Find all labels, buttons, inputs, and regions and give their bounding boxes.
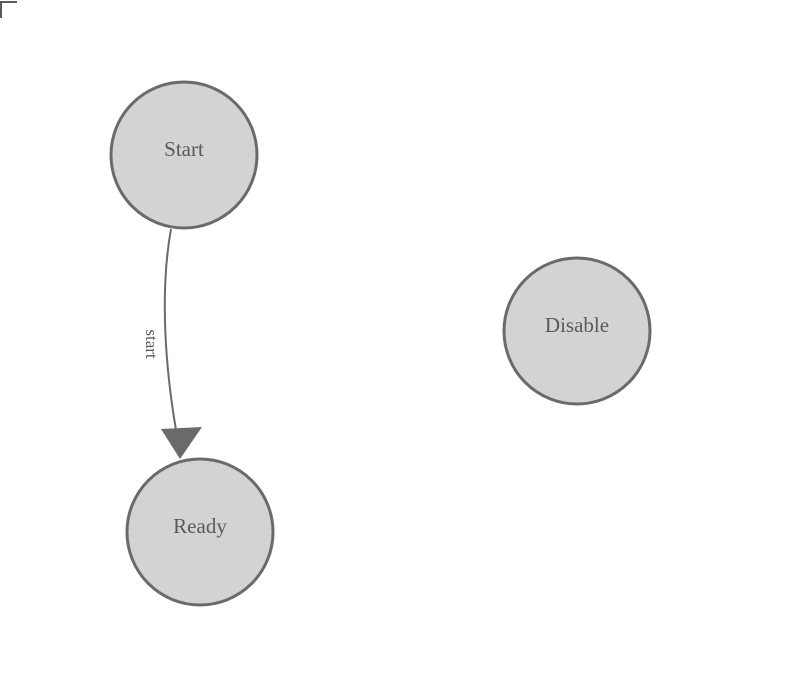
arrowhead-triangle (161, 427, 202, 459)
node-start-label: Start (164, 137, 204, 161)
node-disable-circle[interactable] (502, 256, 652, 406)
node-disable[interactable]: Disable (502, 256, 652, 406)
node-ready-label: Ready (173, 514, 227, 538)
edge-start-to-ready[interactable]: start (142, 228, 202, 459)
node-ready-circle[interactable] (125, 457, 275, 607)
edge-label-start: start (142, 329, 161, 359)
corner-bracket-path (0, 1, 17, 18)
edge-start-to-ready-path[interactable] (163, 228, 181, 453)
canvas-corner-bracket (0, 1, 17, 18)
node-start-circle[interactable] (109, 80, 259, 230)
node-disable-label: Disable (545, 313, 609, 337)
node-ready[interactable]: Ready (125, 457, 275, 607)
node-start[interactable]: Start (109, 80, 259, 230)
